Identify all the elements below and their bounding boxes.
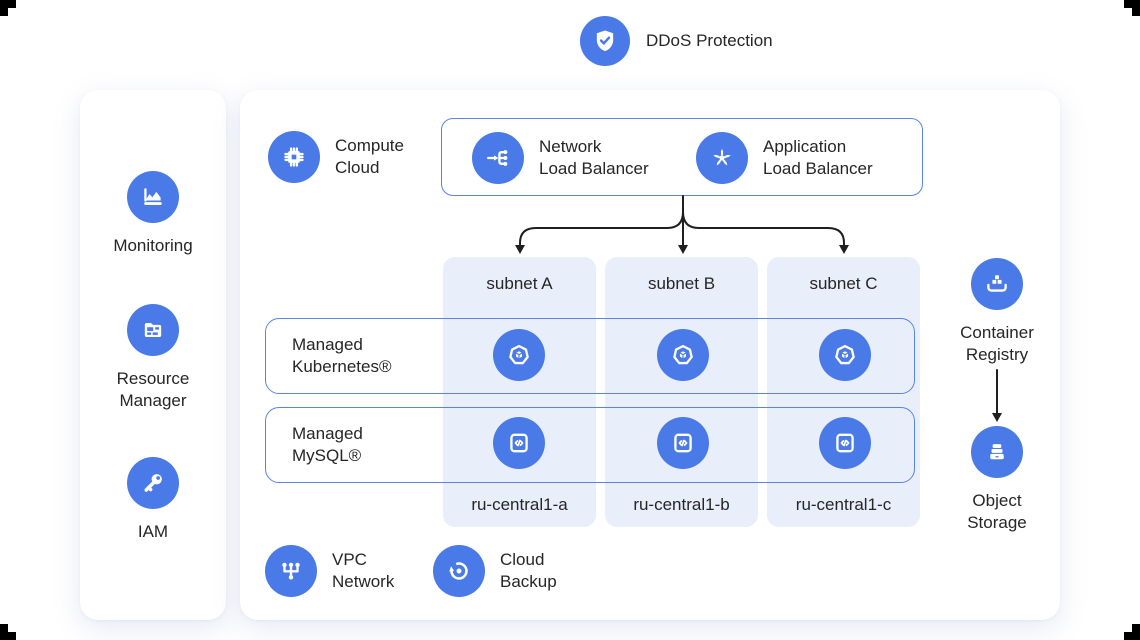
network-load-balancer-service: Network Load Balancer	[472, 132, 649, 184]
service-label: Application Load Balancer	[763, 137, 873, 178]
service-label: DDoS Protection	[646, 31, 773, 50]
kubernetes-icon	[819, 329, 871, 381]
subnet-name: subnet B	[647, 274, 716, 293]
service-label: Cloud Backup	[500, 550, 557, 591]
service-label: Monitoring	[113, 236, 193, 255]
object-storage-service: Object Storage	[937, 426, 1057, 534]
row-label: Managed MySQL®	[292, 424, 363, 465]
cpu-chip-icon	[268, 131, 320, 183]
service-label: Network Load Balancer	[539, 137, 649, 178]
restore-arrow-icon	[433, 545, 485, 597]
subnet-name: subnet C	[809, 274, 878, 293]
kubernetes-icon	[493, 329, 545, 381]
iam-service: IAM	[80, 457, 226, 543]
ddos-protection-service: DDoS Protection	[580, 16, 773, 66]
kubernetes-icon	[657, 329, 709, 381]
cloud-backup-service: Cloud Backup	[433, 545, 557, 597]
managed-kubernetes-row: Managed Kubernetes®	[265, 318, 915, 394]
application-load-balancer-service: Application Load Balancer	[696, 132, 873, 184]
shield-check-icon	[580, 16, 630, 66]
container-pallet-icon	[971, 258, 1023, 310]
main-panel: Compute Cloud Network Load Balancer	[240, 90, 1060, 620]
zone-name: ru-central1-a	[471, 495, 568, 514]
resource-manager-service: Resource Manager	[80, 304, 226, 412]
service-label: Container Registry	[960, 323, 1034, 364]
code-bracket-icon	[819, 417, 871, 469]
service-label: Compute Cloud	[335, 136, 404, 177]
container-registry-service: Container Registry	[937, 258, 1057, 366]
zone-name: ru-central1-b	[633, 495, 730, 514]
row-label: Managed Kubernetes®	[292, 335, 392, 376]
application-load-balancer-icon	[696, 132, 748, 184]
service-label: Object Storage	[967, 491, 1027, 532]
folder-blocks-icon	[127, 304, 179, 356]
vpc-network-service: VPC Network	[265, 545, 394, 597]
monitoring-chart-icon	[127, 171, 179, 223]
subnet-name: subnet A	[486, 274, 553, 293]
storage-drawers-icon	[971, 426, 1023, 478]
code-bracket-icon	[493, 417, 545, 469]
service-label: IAM	[137, 522, 169, 541]
managed-mysql-row: Managed MySQL®	[265, 407, 915, 483]
left-services-panel: Monitoring Resource Manager	[80, 90, 226, 620]
service-label: VPC Network	[332, 550, 395, 591]
code-bracket-icon	[657, 417, 709, 469]
compute-cloud-service: Compute Cloud	[268, 131, 404, 183]
vpc-network-icon	[265, 545, 317, 597]
zone-name: ru-central1-c	[795, 495, 892, 514]
load-balancer-box: Network Load Balancer Ap	[441, 118, 923, 196]
monitoring-service: Monitoring	[80, 171, 226, 257]
service-label: Resource Manager	[116, 369, 190, 410]
key-icon	[127, 457, 179, 509]
network-load-balancer-icon	[472, 132, 524, 184]
